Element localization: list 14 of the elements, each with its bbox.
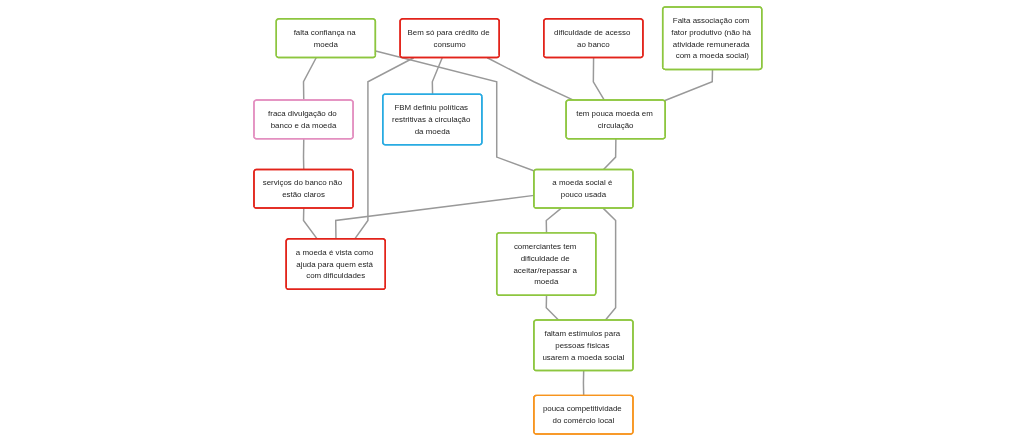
connector bbox=[486, 57, 575, 102]
connector bbox=[545, 207, 562, 234]
connector bbox=[302, 207, 319, 240]
connector bbox=[602, 207, 617, 322]
connector bbox=[354, 57, 415, 240]
connector bbox=[582, 370, 585, 397]
connector bbox=[602, 138, 617, 171]
connector bbox=[592, 57, 606, 102]
connector bbox=[302, 57, 318, 102]
connector bbox=[545, 294, 560, 322]
connector bbox=[663, 68, 714, 102]
connector bbox=[431, 57, 444, 96]
connector bbox=[335, 194, 535, 240]
connector bbox=[302, 138, 305, 171]
